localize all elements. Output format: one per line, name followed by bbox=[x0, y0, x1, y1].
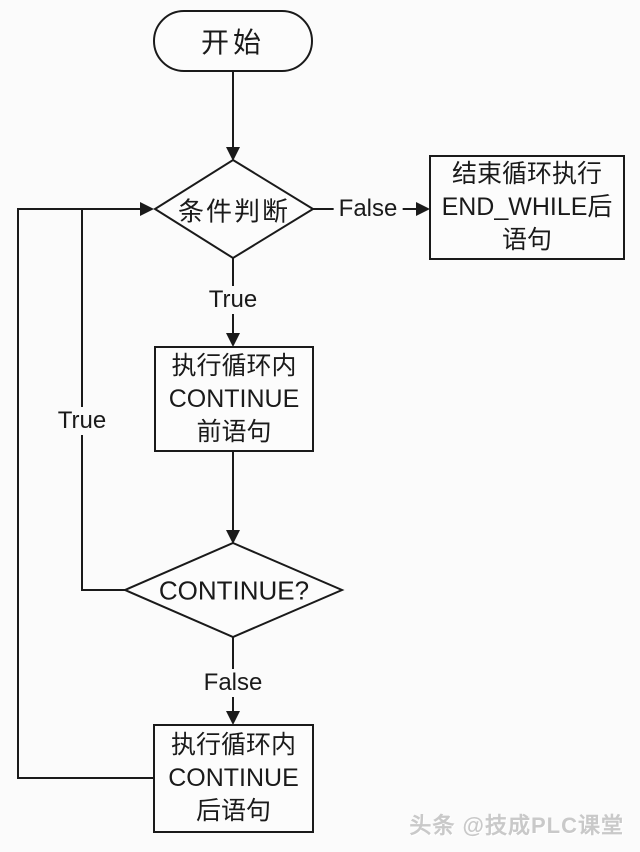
end-while-process-box: 结束循环执行 END_WHILE后 语句 bbox=[429, 155, 625, 260]
edge-label-continue-false: False bbox=[198, 669, 268, 697]
pre-continue-line2: CONTINUE bbox=[168, 384, 300, 413]
start-label: 开始 bbox=[200, 27, 265, 58]
condition-diamond-label: 条件判断 bbox=[177, 196, 291, 227]
post-continue-line3: 后语句 bbox=[195, 797, 271, 825]
end-while-line3: 语句 bbox=[501, 226, 552, 254]
edge-label-condition-true: True bbox=[203, 286, 263, 314]
connector-continue-true-loop bbox=[81, 209, 125, 591]
end-while-line2: END_WHILE后 bbox=[441, 193, 613, 221]
arrowhead-down-continue bbox=[226, 530, 240, 544]
end-while-line1: 结束循环执行 bbox=[451, 160, 602, 188]
arrowhead-right-condition bbox=[140, 202, 154, 216]
continue-diamond-label: CONTINUE? bbox=[158, 575, 310, 606]
post-continue-line1: 执行循环内 bbox=[170, 731, 296, 759]
arrowhead-down-condition bbox=[226, 147, 240, 161]
start-terminal: 开始 bbox=[153, 10, 313, 72]
edge-label-condition-false: False bbox=[333, 195, 403, 223]
post-continue-line2: CONTINUE bbox=[168, 764, 299, 792]
arrowhead-down-prerect bbox=[226, 333, 240, 347]
pre-continue-line3: 前语句 bbox=[196, 417, 272, 446]
connector-postrect-loop bbox=[17, 208, 153, 779]
arrowhead-right-endrect bbox=[416, 202, 430, 216]
edge-label-continue-true: True bbox=[52, 407, 112, 435]
arrowhead-down-postrect bbox=[226, 711, 240, 725]
watermark: 头条 @技成PLC课堂 bbox=[409, 813, 624, 838]
pre-continue-process-box: 执行循环内 CONTINUE 前语句 bbox=[154, 346, 314, 452]
pre-continue-line1: 执行循环内 bbox=[171, 351, 297, 380]
post-continue-process-box: 执行循环内 CONTINUE 后语句 bbox=[153, 724, 314, 833]
